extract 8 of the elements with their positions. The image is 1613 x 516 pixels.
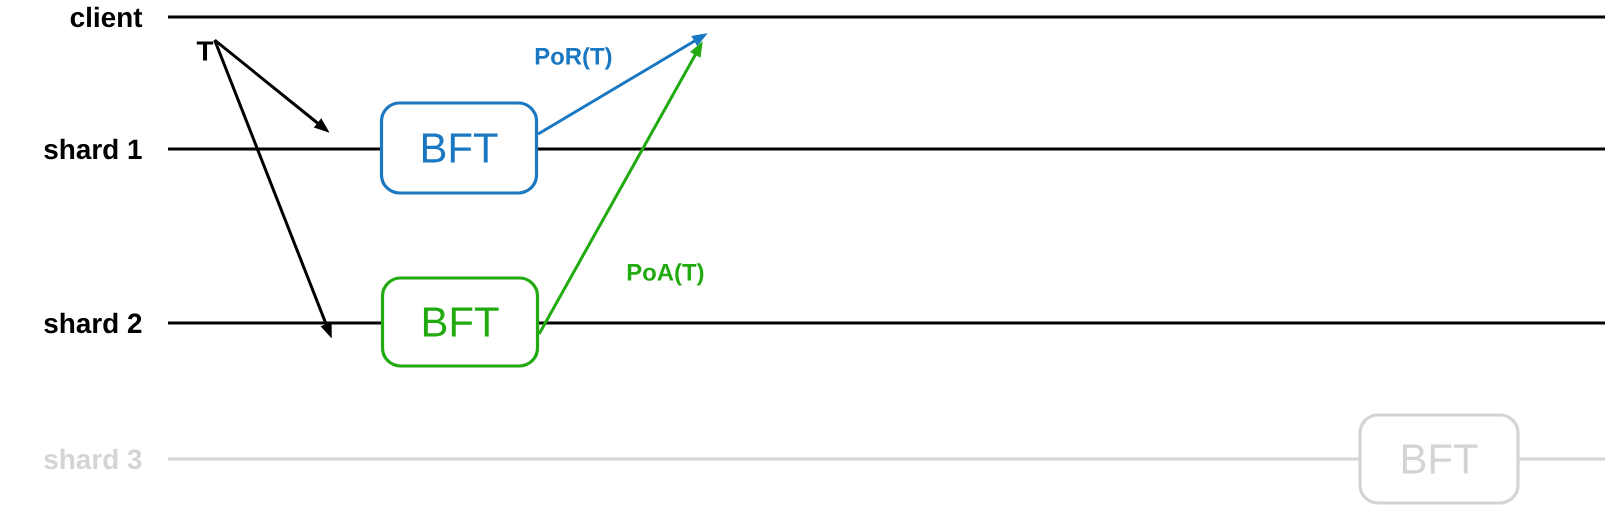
process-box: BFT <box>380 276 540 368</box>
process-box: BFT <box>379 101 539 195</box>
edge-label: PoA(T) <box>625 262 706 287</box>
lane-label: shard 2 <box>44 312 142 334</box>
lane-label: client <box>70 6 143 28</box>
edge-label: PoR(T) <box>533 46 614 71</box>
lane-label: shard 1 <box>44 138 142 160</box>
message-label: T <box>196 41 214 61</box>
